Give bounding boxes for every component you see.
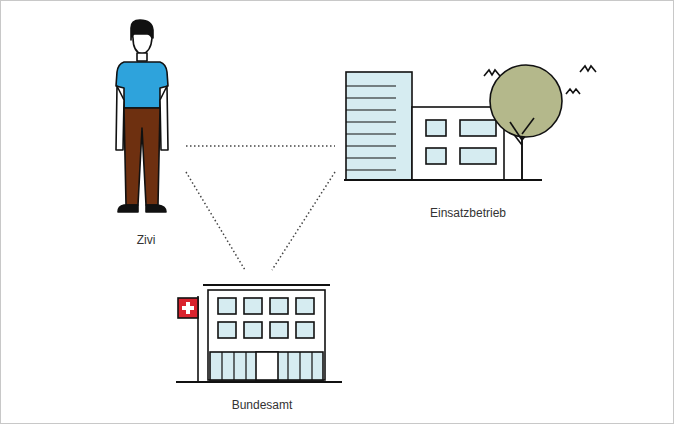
illustrated-node: Einsatzbetrieb (335, 40, 563, 226)
illustrated-node: Zivi (112, 20, 186, 254)
company-building (344, 65, 596, 180)
node-caption: Zivi (135, 233, 158, 247)
dotted-connector (272, 172, 335, 270)
illustrated-node: Bundesamt (170, 270, 350, 416)
node-caption: Einsatzbetrieb (428, 206, 508, 220)
person-figure (116, 20, 168, 212)
federal-building (176, 285, 342, 382)
dotted-connector (186, 146, 335, 147)
dotted-connector (186, 172, 245, 270)
node-caption: Bundesamt (230, 398, 295, 412)
